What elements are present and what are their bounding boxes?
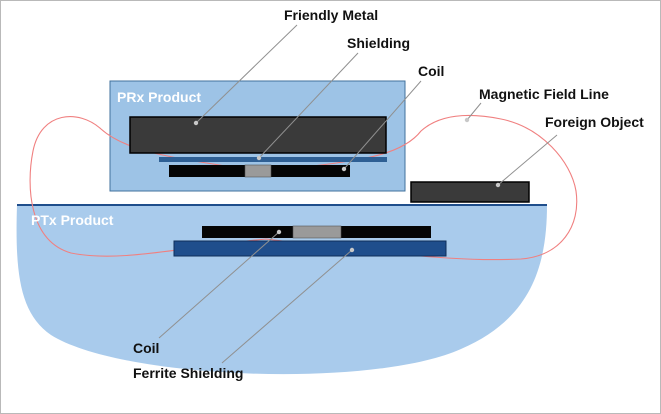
dot-ferrite: [349, 247, 355, 253]
leader-foreign-object: [497, 134, 558, 186]
prx-coil-core: [244, 164, 272, 178]
friendly-metal: [129, 116, 387, 154]
leader-coil-top: [343, 80, 422, 170]
dot-shielding: [256, 155, 262, 161]
label-prx-product: PRx Product: [117, 89, 201, 105]
leader-friendly-metal: [195, 24, 298, 124]
dot-coil-bottom: [276, 229, 282, 235]
ptx-coil-core: [292, 225, 342, 239]
dot-foreign-object: [495, 182, 501, 188]
label-ptx-product: PTx Product: [31, 212, 114, 228]
leader-coil-bottom: [158, 231, 280, 339]
leader-ferrite: [221, 249, 353, 364]
dot-field-line: [464, 117, 470, 123]
dot-friendly-metal: [193, 120, 199, 126]
dot-coil-top: [341, 166, 347, 172]
label-shielding: Shielding: [347, 35, 410, 51]
label-foreign-object: Foreign Object: [545, 114, 644, 130]
leader-field-line: [466, 102, 482, 121]
label-friendly-metal: Friendly Metal: [284, 7, 378, 23]
label-coil-top: Coil: [418, 63, 444, 79]
ferrite-shielding: [173, 240, 447, 257]
label-coil-bottom: Coil: [133, 340, 159, 356]
leader-shielding: [258, 52, 359, 159]
foreign-object: [410, 181, 530, 203]
label-magnetic-field-line: Magnetic Field Line: [479, 86, 609, 102]
prx-shielding: [159, 157, 387, 162]
label-ferrite-shielding: Ferrite Shielding: [133, 365, 243, 381]
